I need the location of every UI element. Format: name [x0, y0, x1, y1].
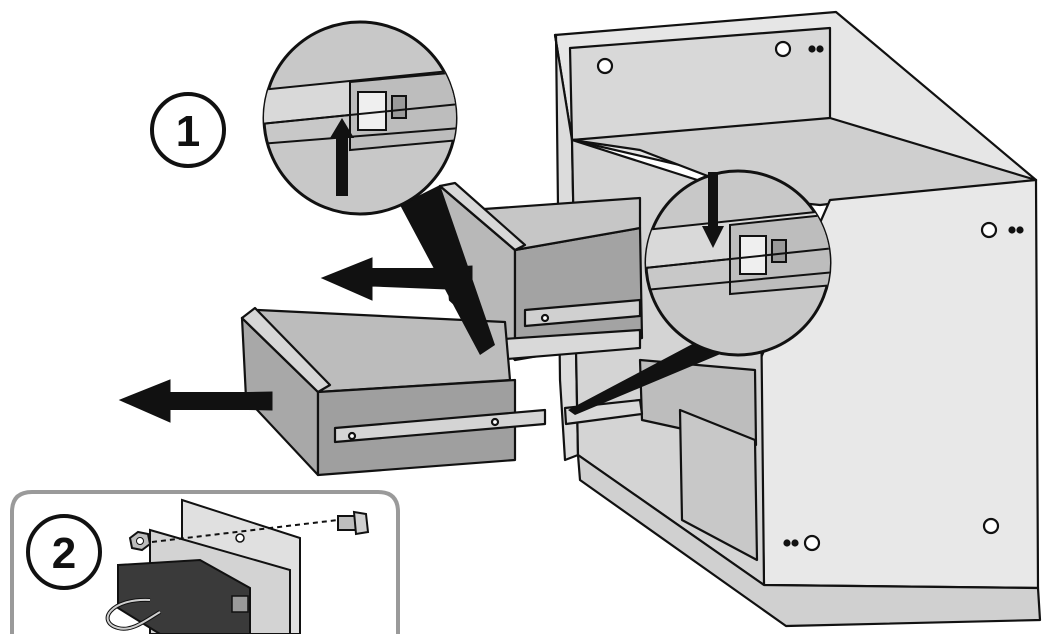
lower-drawer-rail [333, 408, 547, 444]
upper-drawer-lip [438, 181, 527, 252]
lower-drawer-lip [240, 306, 332, 394]
rail-screw [490, 417, 500, 427]
screw-dot [808, 45, 816, 53]
step-2-inset: 2 [10, 490, 400, 634]
mount-hole [980, 221, 998, 239]
mount-hole [982, 517, 1000, 535]
upper-drawer-rail [523, 298, 642, 328]
cabinet-top-shelf [570, 116, 1038, 207]
igniter-connector [231, 595, 249, 613]
screw-dot [1016, 226, 1024, 234]
lift-arrow-icon [330, 118, 354, 196]
upper-drawer [438, 181, 644, 362]
screw-dot [816, 45, 824, 53]
zoom-callout-right [568, 169, 832, 415]
bracket-hole [235, 533, 245, 543]
rail-screw [540, 313, 550, 323]
cabinet-plinth [576, 453, 1042, 628]
screw-dot [783, 539, 791, 547]
press-arrow-icon [702, 172, 724, 248]
alignment-line [151, 519, 339, 543]
zoom-callout-top [262, 20, 495, 355]
mount-hole [596, 57, 614, 75]
step-1-number: 1 [176, 107, 200, 156]
step-1-badge: 1 [150, 92, 226, 168]
callout-pointer [568, 340, 730, 415]
screw-dot [1008, 226, 1016, 234]
screw-dot [791, 539, 799, 547]
step-2-badge: 2 [26, 514, 102, 590]
pull-arrow-icon [118, 379, 273, 423]
mount-hole [803, 534, 821, 552]
step-2-number: 2 [52, 529, 76, 578]
nut-icon [128, 530, 152, 552]
lower-drawer-opening-2 [678, 408, 759, 562]
rail-screw [347, 431, 357, 441]
bolt-icon [337, 510, 370, 536]
callout-pointer [400, 185, 495, 355]
lower-drawer [240, 306, 644, 477]
mount-hole [774, 40, 792, 58]
